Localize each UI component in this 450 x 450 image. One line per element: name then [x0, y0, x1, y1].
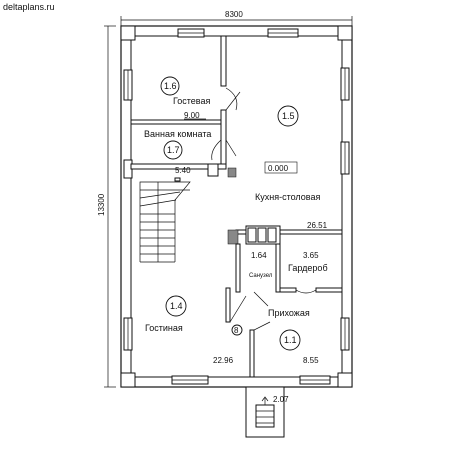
- room-living-id: 1.4: [170, 301, 183, 311]
- outer-walls: [120, 25, 353, 388]
- room-hall: Прихожая 1.1 8.55: [268, 308, 319, 365]
- watermark: deltaplans.ru: [3, 2, 55, 12]
- room-hall-area: 8.55: [303, 356, 319, 365]
- room-bath-name: Ванная комната: [144, 129, 211, 139]
- dimension-width: 8300: [225, 10, 243, 19]
- room-kitchen-area: 26.51: [307, 221, 328, 230]
- room-hall-name: Прихожая: [268, 308, 310, 318]
- door-swings: [211, 87, 317, 331]
- room-living: 1.4 Гостиная 8 22.96: [145, 295, 243, 365]
- room-kitchen: 1.5 0.000 Кухня-столовая 26.51: [255, 105, 328, 230]
- dimension-height: 13300: [97, 193, 106, 216]
- room-bath-id: 1.7: [167, 145, 180, 155]
- porch-area-value: 2.07: [273, 395, 289, 404]
- room-bath-area: 5.40: [175, 166, 191, 175]
- staircase: [139, 181, 191, 263]
- stair-mark: 8: [234, 326, 239, 335]
- room-wardrobe-name: Гардероб: [288, 263, 328, 273]
- room-living-area: 22.96: [213, 356, 234, 365]
- entrance-porch: [245, 386, 285, 438]
- room-wardrobe-area: 3.65: [303, 251, 319, 260]
- room-hall-id: 1.1: [284, 335, 297, 345]
- room-wc-area: 1.64: [251, 251, 267, 260]
- room-kitchen-level: 0.000: [268, 164, 289, 173]
- room-living-name: Гостиная: [145, 323, 183, 333]
- room-wardrobe: 3.65 Гардероб: [288, 251, 328, 273]
- room-kitchen-id: 1.5: [282, 111, 295, 121]
- room-guest: 1.6 Гостевая 9.00: [160, 76, 210, 120]
- dimension-left: 13300: [97, 25, 116, 388]
- room-bath: Ванная комната 1.7 5.40: [144, 129, 211, 175]
- room-wc-name: Санузел: [249, 273, 273, 279]
- room-guest-id: 1.6: [164, 81, 177, 91]
- porch-area: 2.07: [273, 395, 289, 404]
- interior-walls: [130, 35, 343, 378]
- room-kitchen-name: Кухня-столовая: [255, 192, 320, 202]
- room-wc: 1.64 Санузел: [249, 251, 273, 279]
- room-guest-name: Гостевая: [173, 96, 210, 106]
- room-guest-area: 9.00: [184, 111, 200, 120]
